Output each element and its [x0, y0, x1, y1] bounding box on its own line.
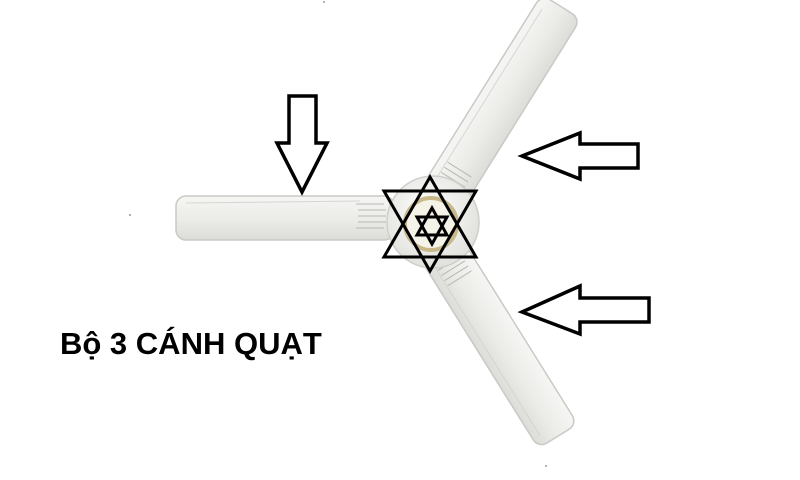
fan-hub: [386, 175, 480, 269]
arrow-down-icon: [274, 94, 330, 196]
inner-star-icon: [414, 204, 450, 248]
arrow-left-icon: [517, 130, 640, 182]
arrow-left-icon: [517, 283, 651, 337]
fan-blade-left: [175, 195, 395, 241]
caption-text: Bộ 3 CÁNH QUẠT: [60, 326, 322, 361]
star-of-david-icon: [381, 173, 479, 275]
